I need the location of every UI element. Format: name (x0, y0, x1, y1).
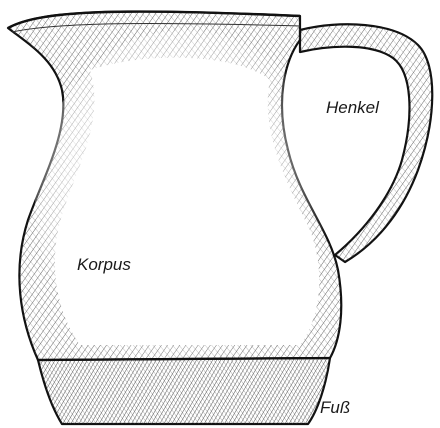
label-korpus: Korpus (77, 255, 131, 275)
pitcher-body (8, 12, 341, 370)
label-henkel: Henkel (326, 98, 379, 118)
pitcher-foot (38, 358, 330, 424)
label-fuss: Fuß (320, 398, 350, 418)
